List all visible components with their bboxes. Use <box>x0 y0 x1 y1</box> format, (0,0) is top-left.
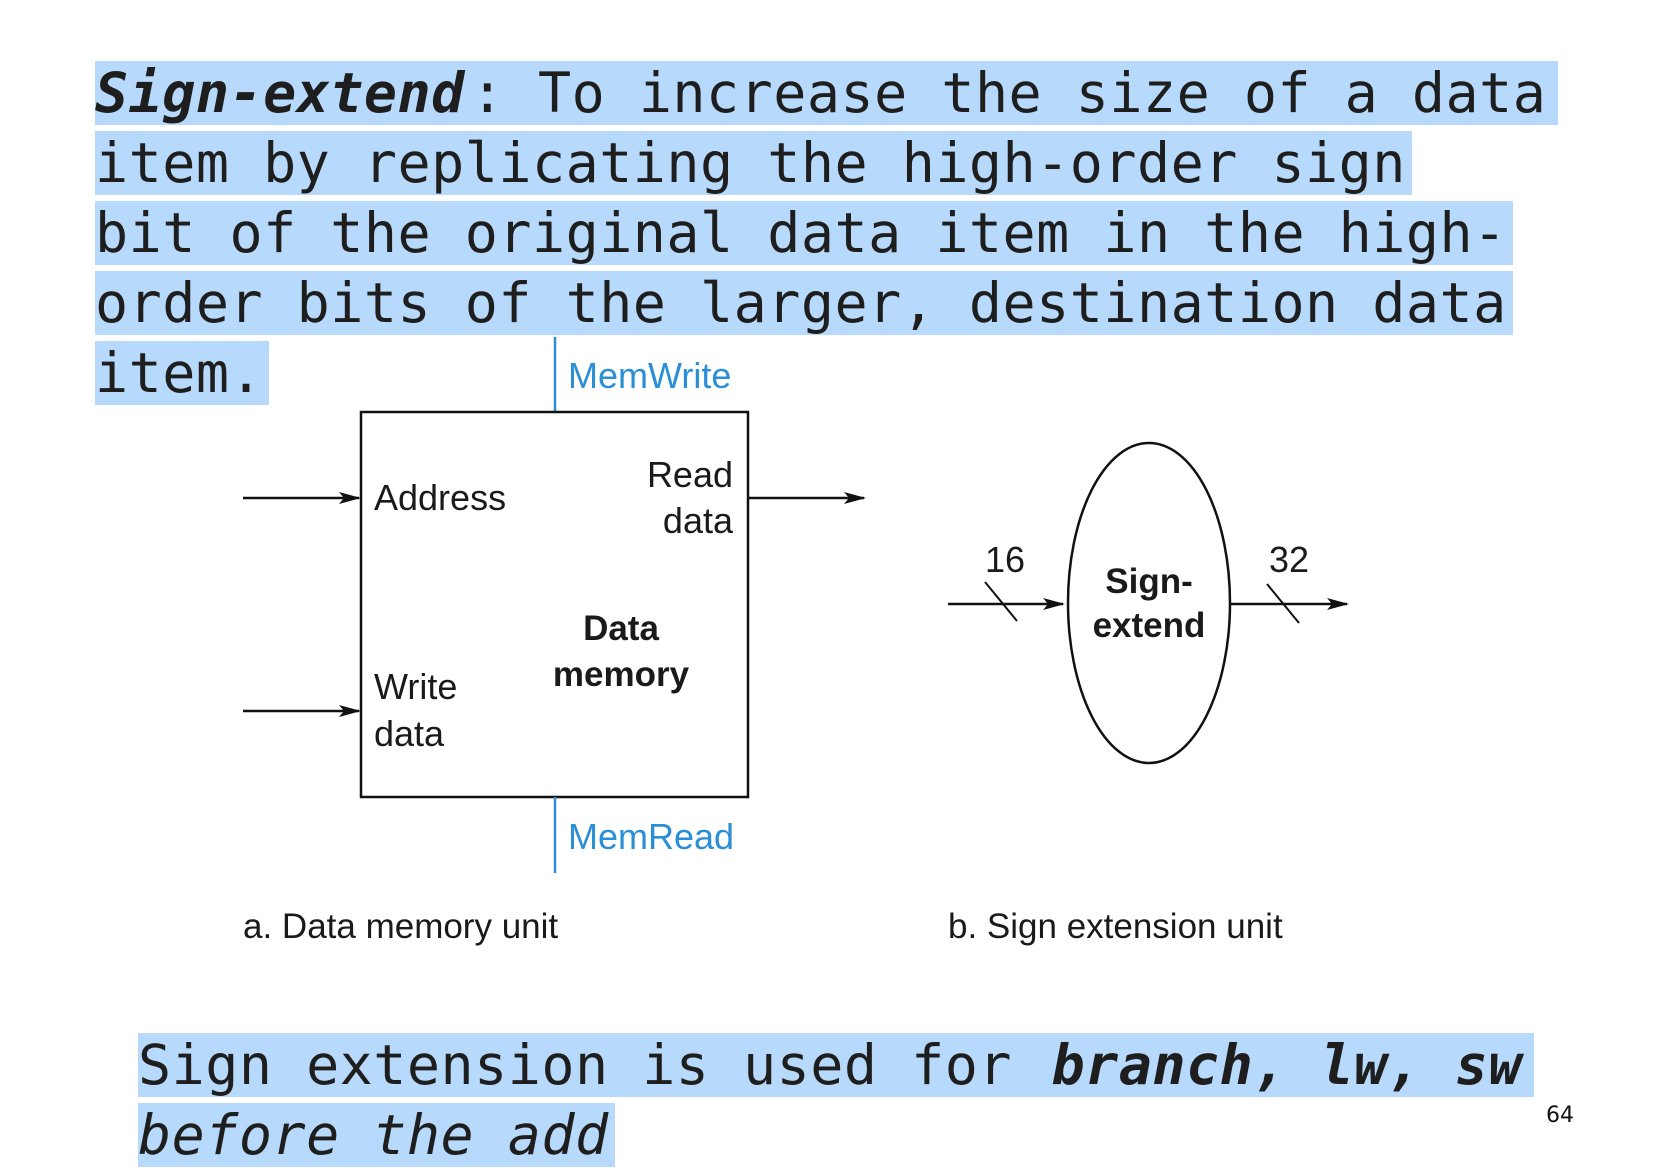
address-label: Address <box>374 477 506 518</box>
output-width-label: 32 <box>1269 539 1309 580</box>
write-data-label-line-2: data <box>374 713 445 754</box>
definition-line-1: Sign-extend: To increase the size of a d… <box>95 58 1615 128</box>
sign-extension-unit: 16 Sign- extend 32 b. Sign extension uni… <box>948 441 1349 946</box>
read-data-label-line-2: data <box>663 500 734 541</box>
definition-term: Sign-extend <box>95 61 465 125</box>
memwrite-label: MemWrite <box>568 355 731 396</box>
caption-a: a. Data memory unit <box>243 907 558 946</box>
data-memory-title-line-2: memory <box>553 655 690 694</box>
sign-extension-note: Sign extension is used for branch, lw, s… <box>138 1030 1618 1170</box>
note-prefix: Sign extension is used for <box>138 1033 1046 1097</box>
sign-extend-title-line-1: Sign- <box>1105 562 1192 601</box>
definition-paragraph: Sign-extend: To increase the size of a d… <box>95 58 1615 408</box>
sign-extend-title-line-2: extend <box>1093 606 1206 645</box>
data-memory-title-line-1: Data <box>583 609 659 648</box>
input-bus-slash <box>984 581 1018 622</box>
output-bus-slash <box>1266 583 1300 624</box>
sign-extend-ellipse <box>1066 441 1232 765</box>
definition-line-4: order bits of the larger, destination da… <box>95 268 1615 338</box>
definition-line-5: item. <box>95 338 1615 408</box>
memread-label: MemRead <box>568 816 734 857</box>
note-line-2: before the add <box>138 1100 1618 1170</box>
definition-line-3: bit of the original data item in the hig… <box>95 198 1615 268</box>
note-line-1: Sign extension is used for branch, lw, s… <box>138 1030 1618 1100</box>
definition-line-2: item by replicating the high-order sign <box>95 128 1615 198</box>
page-number: 64 <box>1546 1103 1574 1128</box>
note-instructions: branch, lw, sw <box>1051 1033 1523 1097</box>
caption-b: b. Sign extension unit <box>948 907 1283 946</box>
read-data-label-line-1: Read <box>647 454 733 495</box>
data-memory-unit: MemWrite Address Write data Read data Da… <box>243 337 866 946</box>
write-data-label-line-1: Write <box>374 666 457 707</box>
definition-line-1-text: : To increase the size of a data <box>470 61 1547 125</box>
input-width-label: 16 <box>985 539 1025 580</box>
